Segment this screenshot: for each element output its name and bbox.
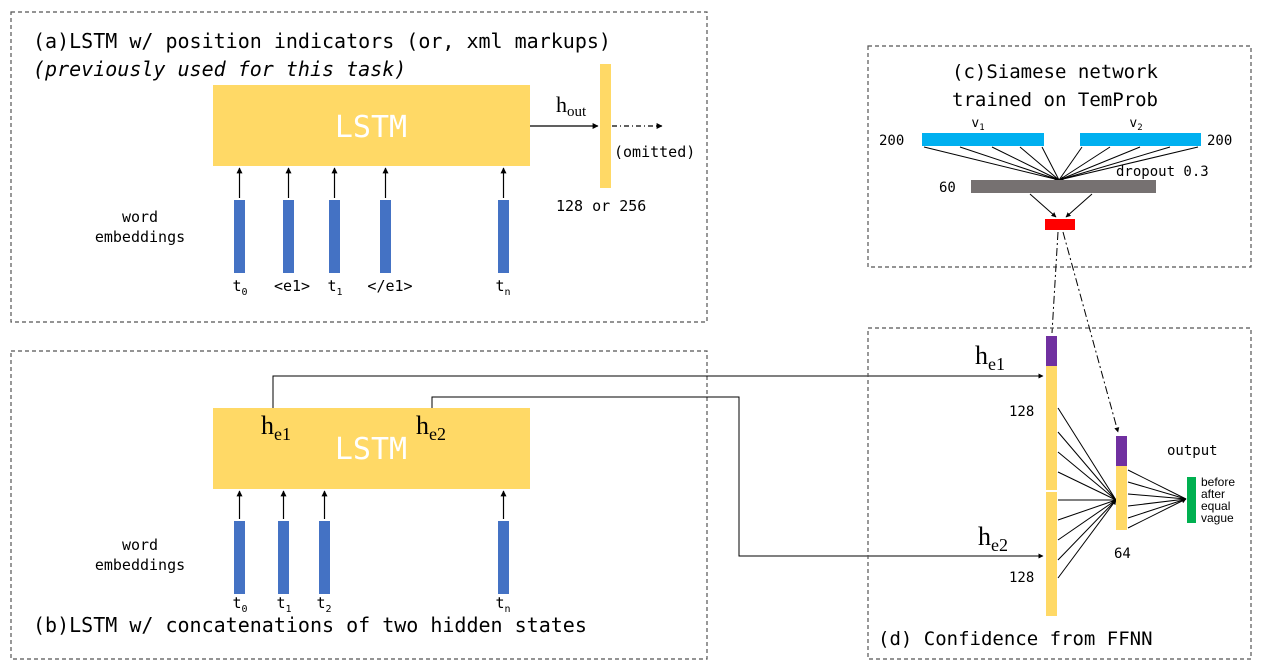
hidden-64-dim-label: 64 xyxy=(1114,546,1131,562)
class-equal: equal xyxy=(1201,499,1230,513)
siamese-out-arrow-right xyxy=(1065,193,1093,218)
siamese-output xyxy=(1045,219,1075,230)
dropout-label: dropout 0.3 xyxy=(1116,164,1209,180)
he1-vector xyxy=(1046,366,1057,490)
token-a-4: tn xyxy=(495,277,510,298)
omitted-label: (omitted) xyxy=(614,143,695,161)
he1-connector xyxy=(272,373,1044,408)
panel-b-title: (b)LSTM w/ concatenations of two hidden … xyxy=(33,613,587,637)
embedding-bar-b-2 xyxy=(319,521,330,594)
lstm-label-b: LSTM xyxy=(335,432,407,467)
class-vague: vague xyxy=(1201,511,1234,525)
panel-a-border xyxy=(10,11,708,323)
panel-c-border xyxy=(867,45,1252,268)
hidden-64-vector xyxy=(1116,466,1127,530)
he2-vector xyxy=(1046,492,1057,616)
panel-d-title: (d) Confidence from FFNN xyxy=(878,628,1153,650)
lstm-label-a: LSTM xyxy=(335,110,407,145)
embedding-bar-b-3 xyxy=(498,521,509,594)
he2-label-d: he2 xyxy=(978,522,1008,555)
panel-b: LSTM he1 he2 word embeddings t0 t1 t2 tn… xyxy=(10,350,708,660)
siamese-to-hidden-line xyxy=(1062,231,1120,433)
v2-label: v2 xyxy=(1129,116,1142,133)
panel-a-title: (a)LSTM w/ position indicators (or, xml … xyxy=(33,29,611,53)
panel-d-border xyxy=(867,327,1252,660)
token-a-1: <e1> xyxy=(274,277,310,295)
lstm-block-a xyxy=(213,85,530,166)
panel-a: (a)LSTM w/ position indicators (or, xml … xyxy=(10,11,708,323)
panel-d: he1 he2 128 128 64 output xyxy=(867,327,1252,660)
v1-label: v1 xyxy=(971,116,984,133)
word-embeddings-label-a-1: word xyxy=(122,208,158,226)
he2-dim-label-d: 128 xyxy=(1009,570,1034,586)
panel-a-subtitle: (previously used for this task) xyxy=(33,57,406,81)
panel-c-title-2: trained on TemProb xyxy=(952,89,1158,111)
v1-dim-label: 200 xyxy=(879,133,904,149)
output-label: output xyxy=(1167,443,1218,459)
v2-vector xyxy=(1080,133,1201,146)
position-feature-hidden xyxy=(1116,436,1127,466)
token-b-2: t2 xyxy=(316,594,331,615)
he2-label-b: he2 xyxy=(416,411,446,444)
hidden-60-dim-label: 60 xyxy=(939,180,956,196)
word-embeddings-label-b-2: embeddings xyxy=(95,556,185,574)
embedding-bar-b-1 xyxy=(278,521,289,594)
he1-label-b: he1 xyxy=(261,411,291,444)
class-after: after xyxy=(1201,487,1225,501)
token-b-3: tn xyxy=(495,594,510,615)
panel-b-border xyxy=(10,350,708,660)
h-out-vector xyxy=(600,64,611,188)
token-a-0: t0 xyxy=(232,277,247,298)
word-embeddings-label-b-1: word xyxy=(122,536,158,554)
embedding-bar-a-4 xyxy=(498,200,509,273)
lstm-block-b xyxy=(213,408,530,489)
embedding-bar-a-3 xyxy=(380,200,391,273)
output-fan-in xyxy=(1127,469,1187,529)
output-vector xyxy=(1187,477,1196,523)
embedding-bar-a-1 xyxy=(283,200,294,273)
siamese-to-position-line xyxy=(1051,231,1059,334)
class-before: before xyxy=(1201,475,1235,489)
word-embeddings-label-a-2: embeddings xyxy=(95,228,185,246)
he1-dim-label-d: 128 xyxy=(1009,404,1034,420)
h-out-label: hout xyxy=(556,92,587,120)
he1-label-d: he1 xyxy=(975,341,1005,374)
he2-connector xyxy=(431,396,1044,559)
token-a-3: </e1> xyxy=(367,277,412,295)
token-b-1: t1 xyxy=(276,594,291,615)
ffnn-fan-in xyxy=(1057,407,1117,579)
v1-vector xyxy=(922,133,1044,146)
embedding-bar-b-0 xyxy=(234,521,245,594)
h-out-dim-label: 128 or 256 xyxy=(556,197,646,215)
panel-c-title-1: (c)Siamese network xyxy=(952,61,1158,83)
panel-c: (c)Siamese network trained on TemProb v1… xyxy=(867,45,1252,268)
embedding-bar-a-0 xyxy=(234,200,245,273)
siamese-out-arrow-left xyxy=(1029,193,1057,218)
siamese-fan-in xyxy=(923,146,1199,182)
token-a-2: t1 xyxy=(327,277,342,298)
v2-dim-label: 200 xyxy=(1207,133,1232,149)
position-feature-top xyxy=(1046,336,1057,366)
token-b-0: t0 xyxy=(232,594,247,615)
hidden-60-vector xyxy=(971,180,1156,193)
embedding-bar-a-2 xyxy=(329,200,340,273)
